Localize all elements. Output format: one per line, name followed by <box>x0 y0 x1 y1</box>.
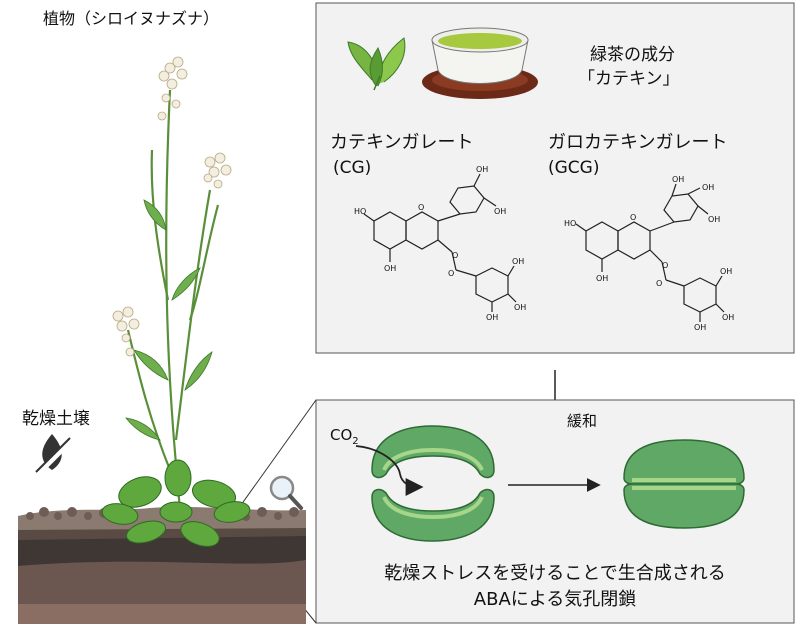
mitigation-label: 緩和 <box>567 412 598 430</box>
gcg-oh-label: OH <box>720 267 732 276</box>
tea-cup-icon <box>422 27 538 99</box>
cg-o-label: O <box>448 269 454 278</box>
gcg-abbr: (GCG) <box>548 158 600 178</box>
cg-oh-label: OH <box>486 313 498 322</box>
stomata-caption-line2: ABAによる気孔閉鎖 <box>473 589 637 610</box>
tea-leaf-icon <box>347 37 406 91</box>
cg-oh-label: OH <box>514 303 526 312</box>
tea-title-line1: 緑茶の成分 <box>590 45 675 65</box>
gcg-structure <box>575 183 725 322</box>
gcg-oh-label: HO <box>564 219 576 228</box>
soil-label: 乾燥土壌 <box>22 409 90 429</box>
co2-text: CO <box>330 426 353 444</box>
co2-label: CO2 <box>330 426 359 447</box>
co2-arrow <box>355 445 424 496</box>
gcg-o-label: O <box>662 261 668 270</box>
cg-oh-label: OH <box>512 257 524 266</box>
zoom-line <box>235 399 317 513</box>
plant-title: 植物（シロイヌナズナ） <box>43 9 220 28</box>
cg-oh-label: HO <box>354 207 366 216</box>
soil-cross-section <box>18 506 306 624</box>
plant-illustration <box>101 56 251 547</box>
no-water-icon <box>35 434 74 476</box>
cg-structure <box>363 173 517 312</box>
magnifier-icon <box>269 475 303 510</box>
cg-oh-label: OH <box>384 264 396 273</box>
gcg-o-label: O <box>630 213 636 222</box>
cg-oh-label: OH <box>494 207 506 216</box>
cg-name: カテキンガレート <box>330 132 474 153</box>
co2-subscript: 2 <box>352 436 359 447</box>
gcg-oh-label: OH <box>672 175 684 184</box>
gcg-oh-label: OH <box>702 183 714 192</box>
gcg-oh-label: OH <box>722 313 734 322</box>
cg-oh-label: OH <box>476 165 488 174</box>
closed-stoma <box>623 439 745 529</box>
tea-title-line2: 「カテキン」 <box>578 69 680 89</box>
stomata-caption-line1: 乾燥ストレスを受けることで生合成される <box>384 563 726 584</box>
cg-o-label: O <box>418 203 424 212</box>
gcg-oh-label: OH <box>596 274 608 283</box>
open-stoma <box>371 425 495 542</box>
gcg-oh-label: OH <box>694 323 706 332</box>
cg-o-label: O <box>452 251 458 260</box>
gcg-name: ガロカテキンガレート <box>548 132 728 153</box>
cg-abbr: (CG) <box>333 158 372 178</box>
gcg-o-label: O <box>656 279 662 288</box>
gcg-oh-label: OH <box>708 215 720 224</box>
